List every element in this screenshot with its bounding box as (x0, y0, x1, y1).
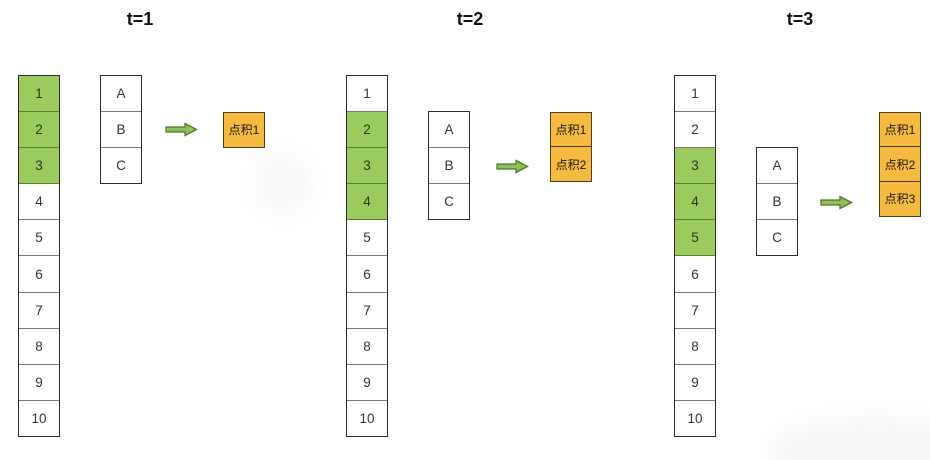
sequence-cell: 2 (347, 112, 387, 149)
sequence-cell: 6 (19, 256, 59, 293)
watermark-smudge (770, 416, 930, 460)
sequence-cell: 10 (675, 400, 715, 436)
sequence-cell: 9 (19, 364, 59, 401)
sequence-cell: 4 (347, 184, 387, 221)
panel-title: t=3 (786, 9, 814, 29)
sequence-cell: 1 (347, 76, 387, 113)
output-box: 点积1 (223, 111, 265, 148)
panel-title: t=2 (456, 9, 484, 29)
kernel-cell: A (429, 112, 469, 149)
sequence-cell: 3 (19, 148, 59, 185)
kernel-cell: A (101, 76, 141, 112)
sequence-cell: 3 (675, 148, 715, 185)
block-arrow-right-icon (496, 158, 529, 174)
sequence-cell: 4 (675, 184, 715, 221)
sequence-cell: 8 (19, 328, 59, 365)
kernel-cell: C (101, 148, 141, 183)
kernel-cell: C (757, 220, 797, 256)
sequence-cell: 6 (347, 256, 387, 293)
sequence-cell: 10 (347, 400, 387, 436)
sequence-cell: 2 (19, 112, 59, 149)
kernel-cell: B (429, 148, 469, 185)
sequence-cell: 1 (19, 76, 59, 113)
sequence-cell: 1 (675, 76, 715, 113)
sequence-cell: 6 (675, 256, 715, 293)
output-box: 点积3 (879, 180, 921, 217)
output-column: 点积1 (223, 111, 265, 148)
output-box: 点积2 (550, 146, 592, 183)
sequence-cell: 5 (347, 220, 387, 257)
sequence-cell: 7 (675, 292, 715, 329)
block-arrow-right-icon (165, 122, 198, 137)
block-arrow-right-icon (820, 195, 853, 210)
output-box: 点积2 (879, 146, 921, 183)
kernel-cell: A (757, 148, 797, 185)
sequence-cell: 7 (347, 292, 387, 329)
kernel-cell: C (429, 184, 469, 220)
kernel-cell: B (101, 112, 141, 148)
output-box: 点积1 (879, 111, 921, 148)
output-box: 点积1 (550, 111, 592, 148)
sequence-cell: 8 (347, 328, 387, 365)
sequence-cell: 8 (675, 328, 715, 365)
kernel-cell: B (757, 184, 797, 221)
sequence-cell: 5 (19, 220, 59, 257)
panel-title: t=1 (126, 9, 154, 29)
sequence-cell: 9 (675, 364, 715, 401)
sequence-cell: 7 (19, 292, 59, 329)
watermark-smudge (252, 152, 314, 216)
sequence-cell: 5 (675, 220, 715, 257)
sequence-cell: 10 (19, 400, 59, 436)
sequence-cell: 9 (347, 364, 387, 401)
sequence-cell: 2 (675, 112, 715, 149)
sequence-cell: 3 (347, 148, 387, 185)
sequence-cell: 4 (19, 184, 59, 221)
